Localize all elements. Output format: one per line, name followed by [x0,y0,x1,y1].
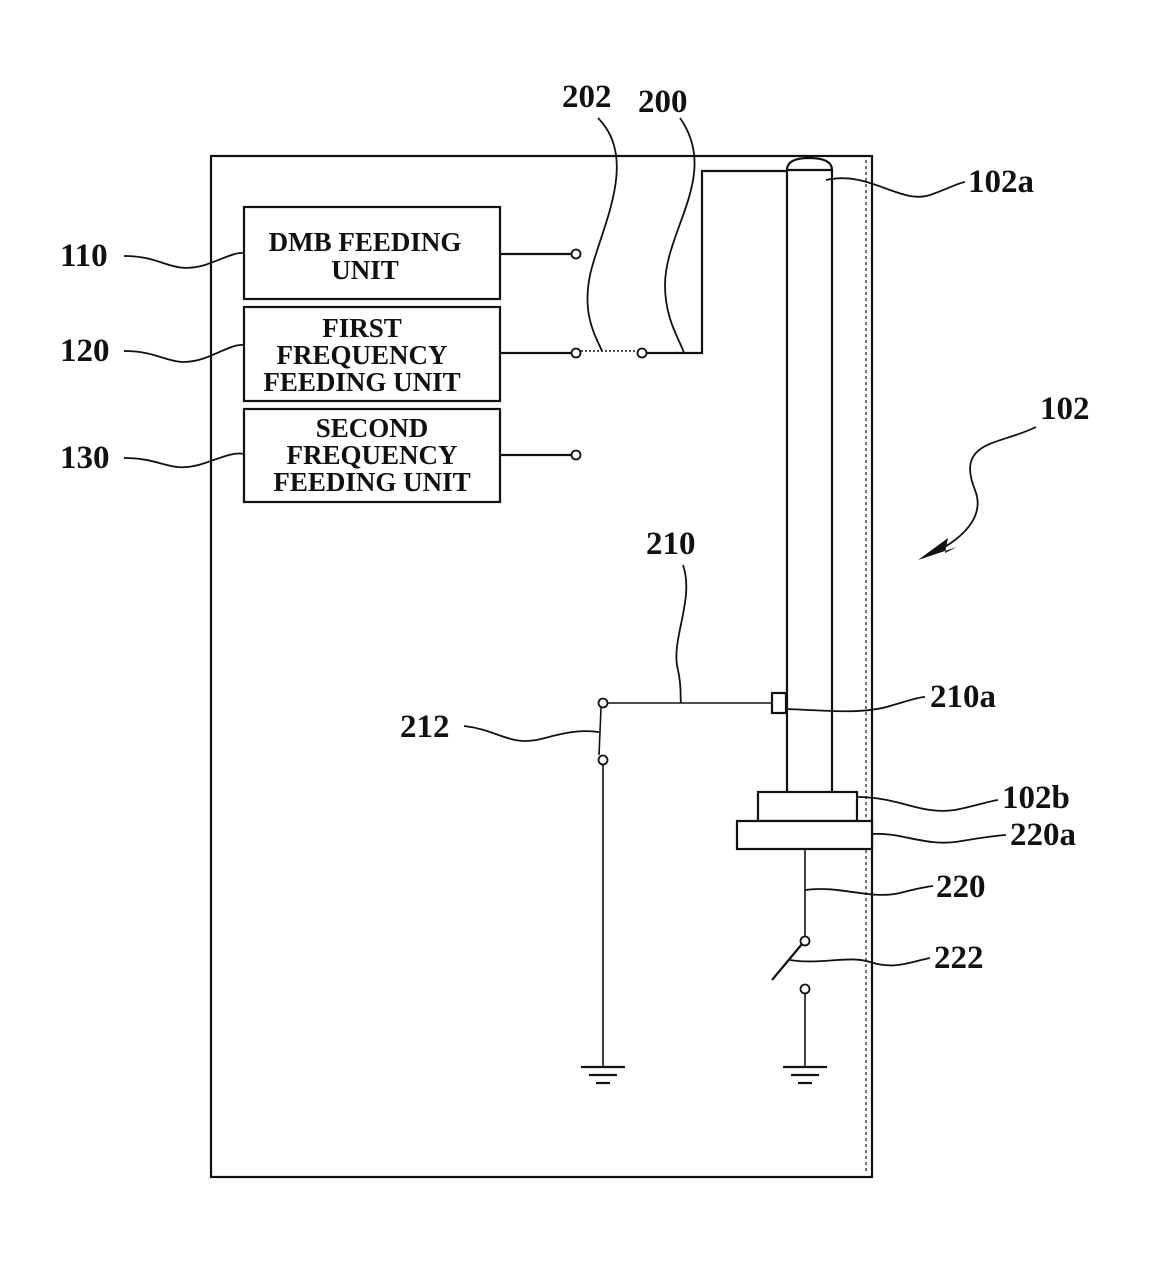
dmb-terminal [572,250,581,259]
ref-102b: 102b [1002,780,1070,816]
second-label-line1: SECOND [316,413,429,443]
second-frequency-feeding-unit: SECOND FREQUENCY FEEDING UNIT [244,409,500,502]
ref-220: 220 [936,869,986,905]
leader-102 [943,427,1036,548]
first-label-line3: FEEDING UNIT [263,367,460,397]
dmb-label-line1: DMB FEEDING [269,227,462,257]
second-label-line3: FEEDING UNIT [273,467,470,497]
switch-212-top-terminal [599,699,608,708]
ref-212: 212 [400,709,450,745]
leader-102b [857,797,998,811]
dmb-label-line2: UNIT [331,255,399,285]
ref-110: 110 [60,238,108,274]
first-terminal [572,349,581,358]
ground-plate-220a [737,821,872,849]
switch-222-bottom-terminal [801,985,810,994]
first-label-line2: FREQUENCY [276,340,447,370]
switch-212-bottom-terminal [599,756,608,765]
ref-102a: 102a [968,164,1034,200]
ref-120: 120 [60,333,110,369]
first-label-line1: FIRST [322,313,402,343]
ref-102: 102 [1040,391,1090,427]
first-frequency-feeding-unit: FIRST FREQUENCY FEEDING UNIT [244,307,500,401]
ref-222: 222 [934,940,984,976]
connection-point-210a [772,693,786,713]
arrow-102-head [918,538,957,560]
ref-130: 130 [60,440,110,476]
dmb-feeding-unit: DMB FEEDING UNIT [244,207,500,299]
ref-200: 200 [638,84,688,120]
ref-210: 210 [646,526,696,562]
leader-220a [872,834,1006,843]
switch-common-terminal [638,349,647,358]
second-label-line2: FREQUENCY [286,440,457,470]
second-terminal [572,451,581,460]
antenna-base-102b [758,792,857,821]
ref-202: 202 [562,79,612,115]
ref-210a: 210a [930,679,996,715]
ref-220a: 220a [1010,817,1076,853]
